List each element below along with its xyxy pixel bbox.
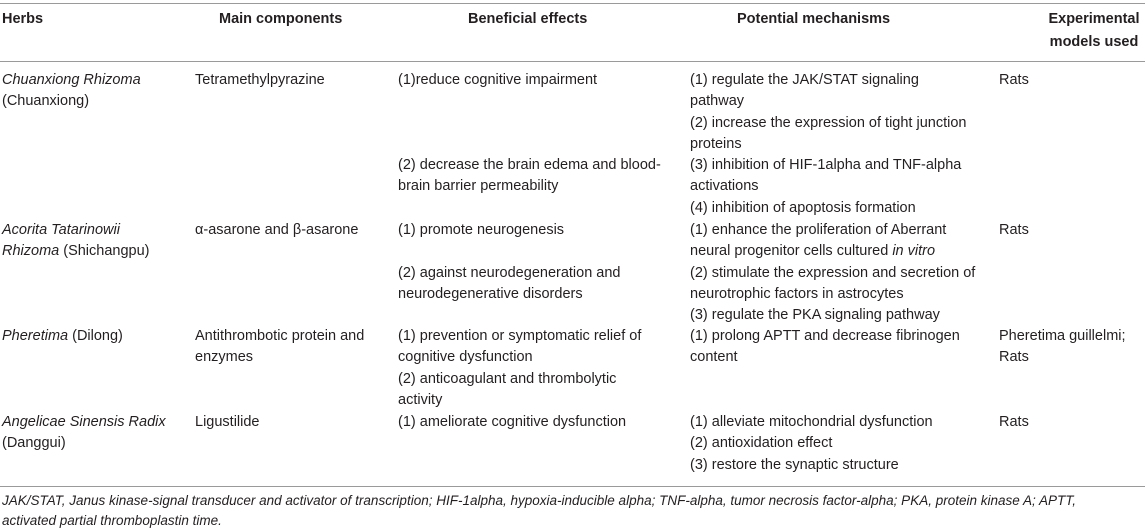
header-herbs: Herbs bbox=[2, 11, 44, 27]
header-main-components: Main components bbox=[219, 11, 343, 27]
table-footnote: JAK/STAT, Janus kinase-signal transducer… bbox=[2, 493, 1077, 528]
row4-model: Rats bbox=[999, 414, 1029, 430]
row3-mechanisms: (1) prolong APTT and decrease fibrinogen… bbox=[690, 328, 960, 366]
row1-component: Tetramethylpyrazine bbox=[195, 72, 325, 88]
row2-model: Rats bbox=[999, 222, 1029, 238]
row2-component: α-asarone and β-asarone bbox=[195, 222, 359, 238]
row4-herb: Angelicae Sinensis Radix (Danggui) bbox=[2, 414, 166, 452]
row2-mechanisms: (1) enhance the proliferation of Aberran… bbox=[690, 222, 976, 324]
row1-effect-2: (2) decrease the brain edema and blood- … bbox=[398, 157, 661, 195]
header-beneficial-effects: Beneficial effects bbox=[468, 11, 588, 27]
table-top-rule bbox=[0, 3, 1145, 4]
header-experimental-models: Experimental models used bbox=[1048, 11, 1140, 50]
header-potential-mechanisms: Potential mechanisms bbox=[737, 11, 891, 27]
row1-mechanisms: (1) regulate the JAK/STAT signaling path… bbox=[690, 72, 967, 216]
row3-component: Antithrombotic protein and enzymes bbox=[195, 328, 365, 366]
row1-herb: Chuanxiong Rhizoma (Chuanxiong) bbox=[2, 72, 141, 110]
row2-effect-1: (1) promote neurogenesis bbox=[398, 222, 565, 238]
row4-component: Ligustilide bbox=[195, 414, 260, 430]
row2-effect-2: (2) against neurodegeneration and neurod… bbox=[398, 265, 621, 303]
row3-herb: Pheretima (Dilong) bbox=[2, 328, 123, 344]
row4-effect-1: (1) ameliorate cognitive dysfunction bbox=[398, 414, 627, 430]
table-bottom-rule bbox=[0, 486, 1145, 487]
row3-effects: (1) prevention or symptomatic relief of … bbox=[398, 328, 642, 408]
row2-herb: Acorita Tatarinowii Rhizoma (Shichangpu) bbox=[2, 222, 150, 260]
row1-model: Rats bbox=[999, 72, 1029, 88]
row3-model: Pheretima guillelmi; Rats bbox=[999, 328, 1126, 366]
row4-mechanisms: (1) alleviate mitochondrial dysfunction … bbox=[690, 414, 933, 473]
row1-effect-1: (1)reduce cognitive impairment bbox=[398, 72, 598, 88]
header-rule bbox=[0, 61, 1145, 62]
